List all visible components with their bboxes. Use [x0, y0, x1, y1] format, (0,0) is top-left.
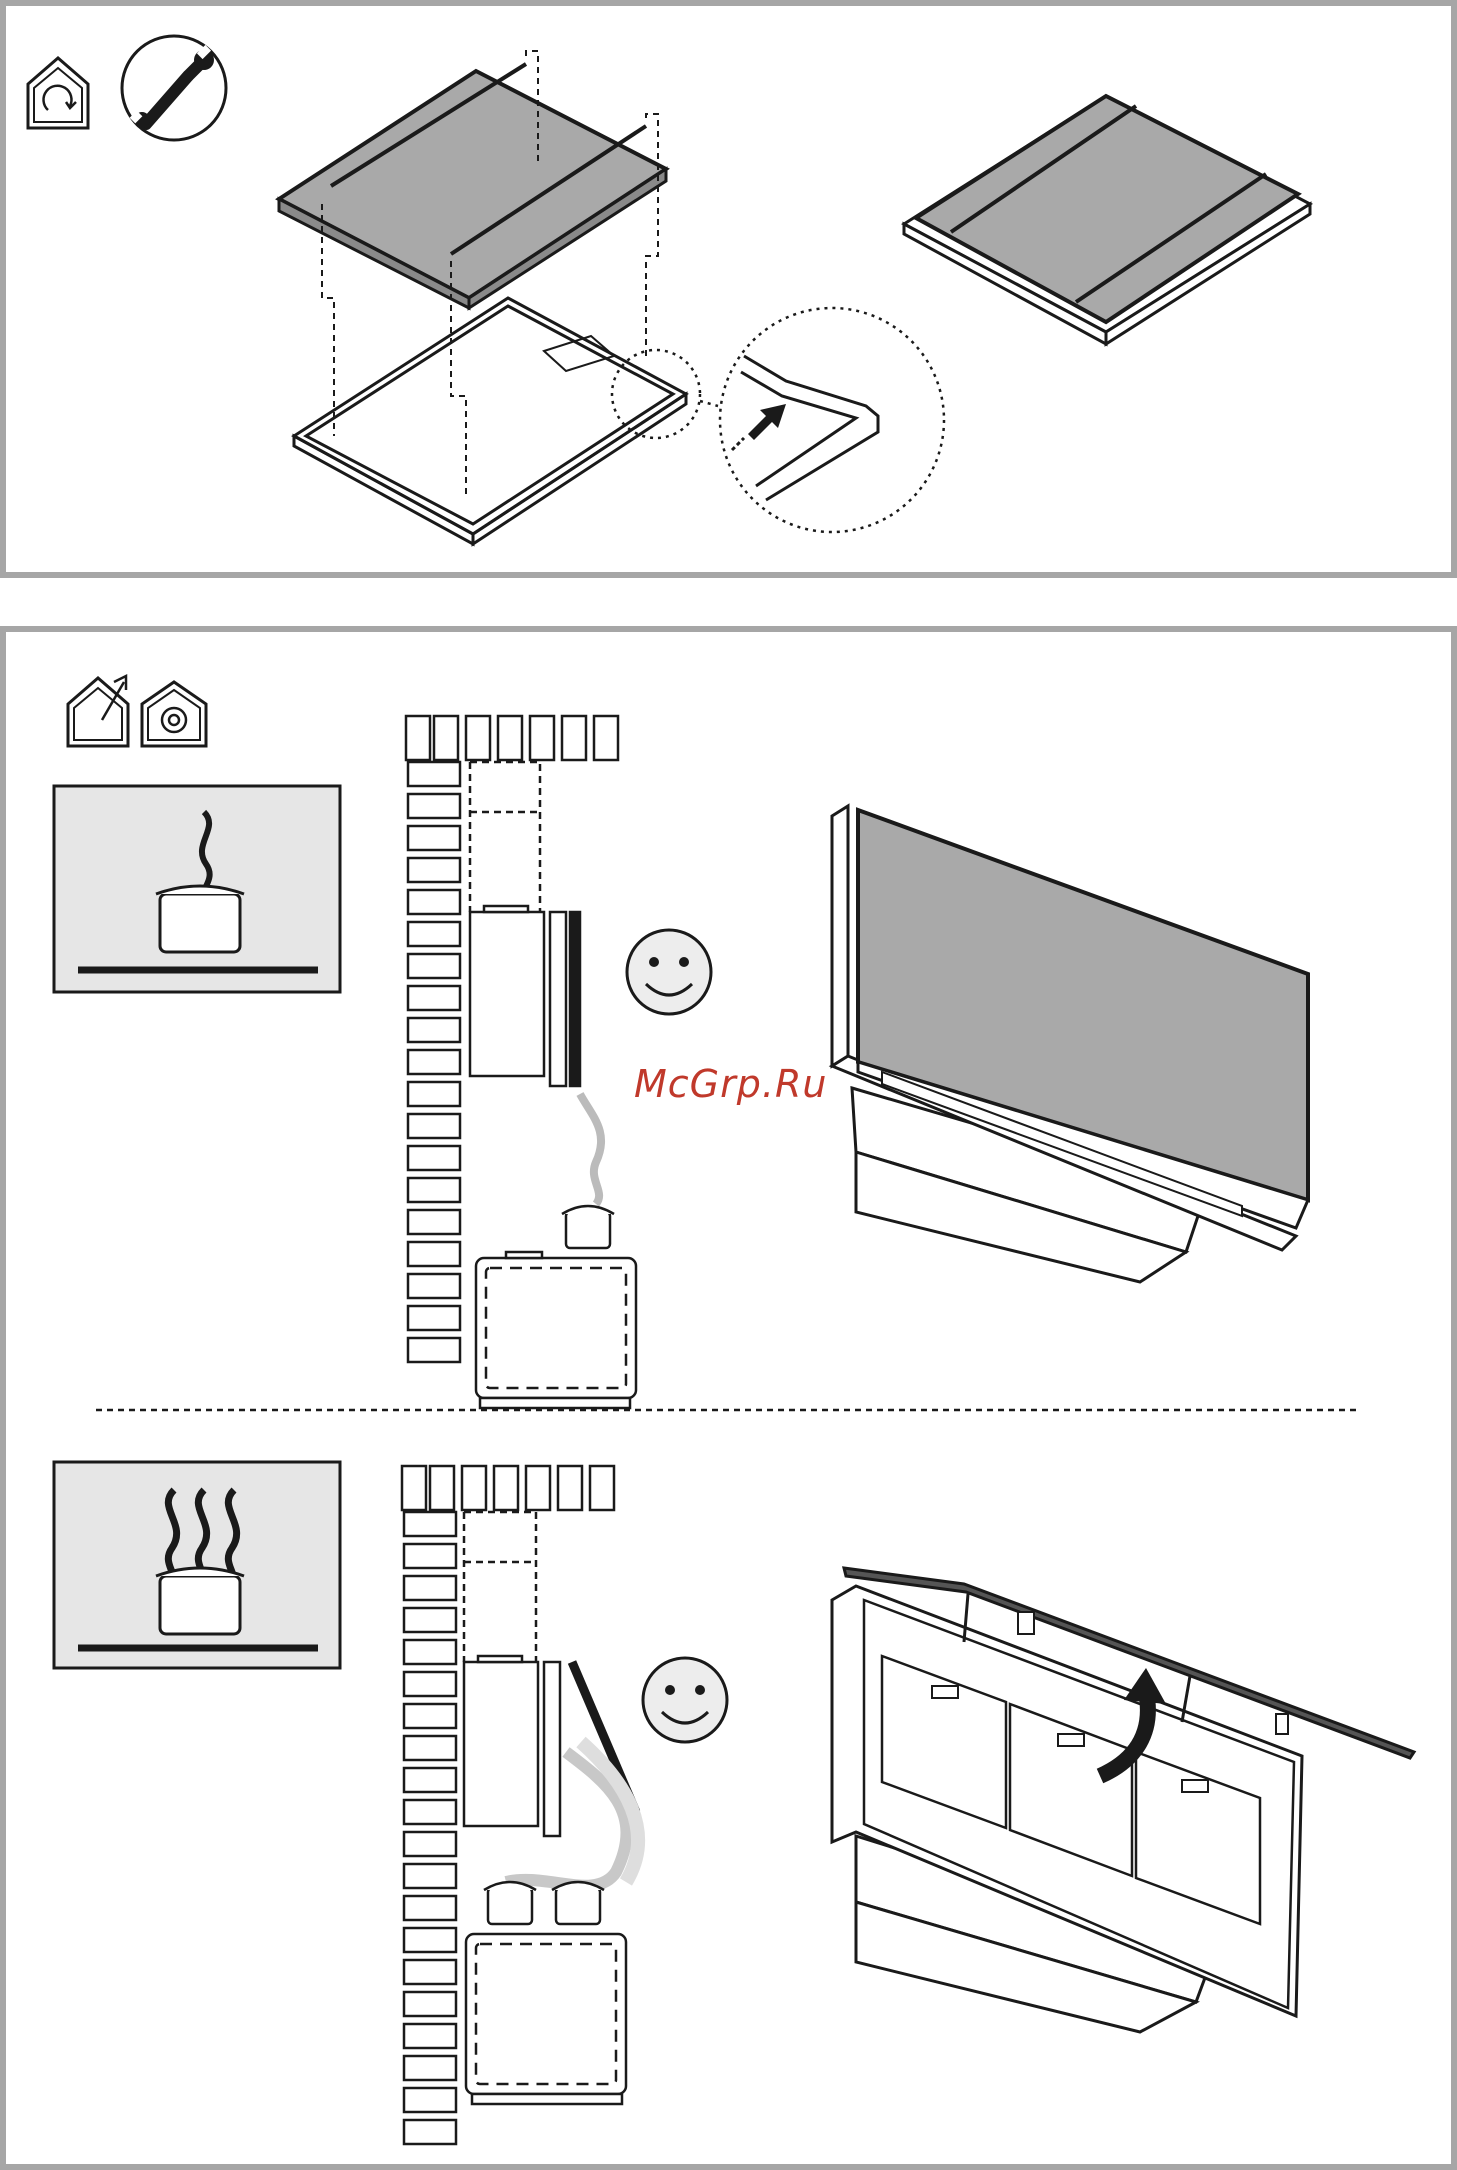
- kitchen-wall-closed: [406, 716, 636, 1408]
- top-panel-illustration: [6, 6, 1451, 572]
- hood-panel-closed: [832, 806, 1308, 1282]
- bottom-instruction-panel: [0, 626, 1457, 2170]
- watermark-text: McGrp.Ru: [634, 1062, 827, 1106]
- recirculation-house-icon: [28, 58, 88, 128]
- hood-panel-open: [832, 1568, 1414, 2032]
- filter-frame: [294, 298, 686, 544]
- recirculation-house-icon: [142, 682, 206, 746]
- light-steam-pot-icon: [54, 786, 340, 992]
- smiley-face-icon: [627, 930, 711, 1014]
- extraction-house-icon: [68, 676, 128, 746]
- heavy-steam-pot-icon: [54, 1462, 340, 1668]
- assembled-filter: [904, 96, 1310, 344]
- filter-panel-exploded: [279, 64, 666, 308]
- bottom-panel-illustration: [6, 632, 1451, 2164]
- smiley-face-icon: [643, 1658, 727, 1742]
- kitchen-wall-open: [402, 1466, 638, 2144]
- top-instruction-panel: [0, 0, 1457, 578]
- wrench-icon: [122, 36, 226, 140]
